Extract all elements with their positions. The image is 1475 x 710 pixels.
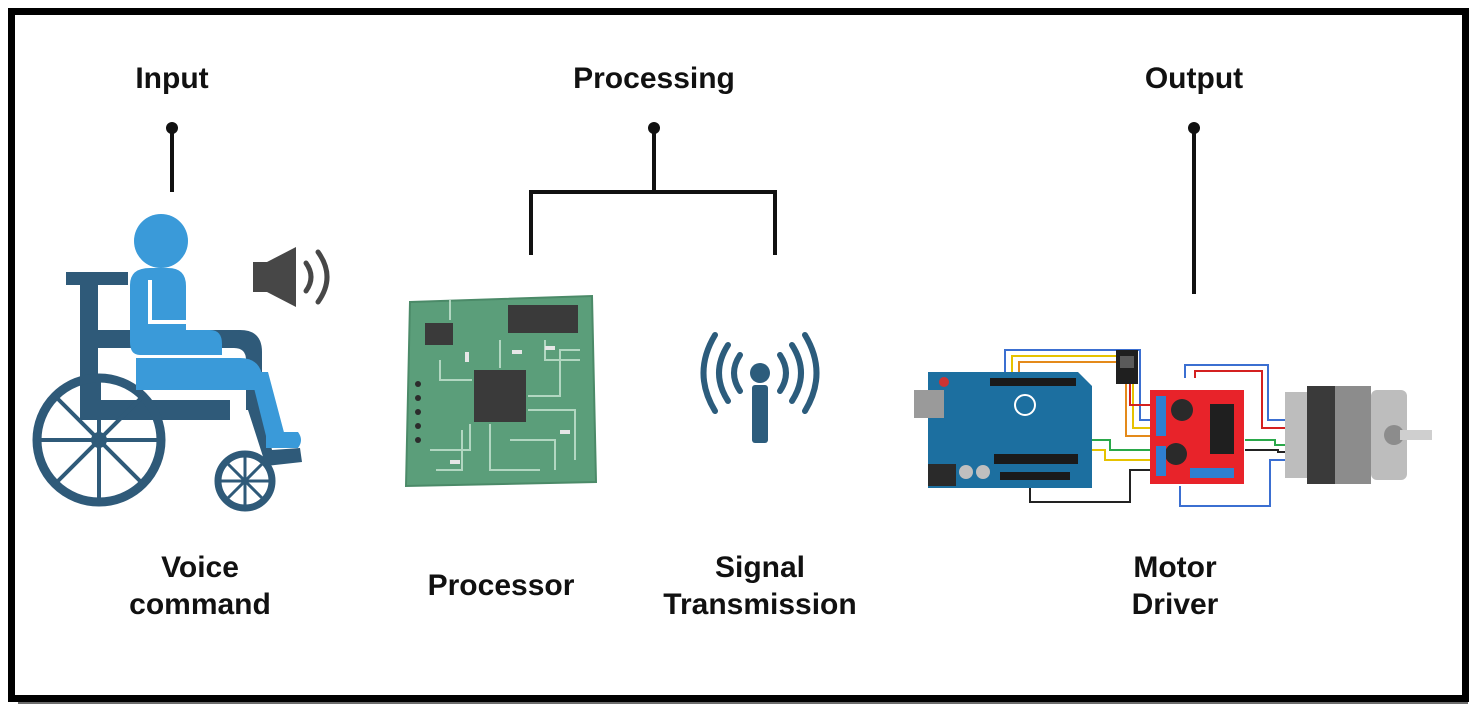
speaker-icon bbox=[253, 247, 330, 307]
output-connector bbox=[1188, 122, 1200, 294]
motor-driver-circuit-icon bbox=[914, 349, 1432, 507]
motor-driver-line1: Motor bbox=[1133, 551, 1217, 584]
antenna-icon bbox=[700, 332, 820, 443]
signal-transmission-line1: Signal bbox=[714, 551, 805, 584]
output-header: Output bbox=[1144, 62, 1244, 95]
motor-driver-caption: Motor Driver bbox=[1085, 549, 1265, 623]
processing-header: Processing bbox=[573, 62, 735, 95]
signal-transmission-line2: Transmission bbox=[663, 588, 857, 621]
processor-caption: Processor bbox=[427, 569, 575, 602]
processor-chip-icon bbox=[404, 294, 598, 488]
voice-command-line2: command bbox=[129, 588, 271, 621]
input-connector bbox=[166, 122, 178, 192]
voice-command-line1: Voice bbox=[161, 551, 239, 584]
signal-transmission-caption: Signal Transmission bbox=[640, 549, 880, 623]
voice-command-caption: Voice command bbox=[100, 549, 300, 623]
wheelchair-icon bbox=[32, 214, 302, 512]
input-header: Input bbox=[135, 62, 209, 95]
motor-driver-line2: Driver bbox=[1131, 588, 1219, 621]
processing-connector bbox=[529, 122, 777, 255]
